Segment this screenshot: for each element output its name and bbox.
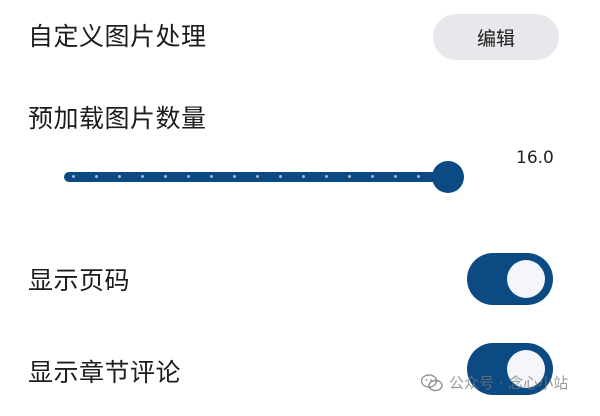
slider-tick (187, 175, 190, 178)
show-page-number-row: 显示页码 (0, 240, 600, 320)
custom-image-processing-row: 自定义图片处理 编辑 (0, 0, 600, 80)
watermark: 公众号 · 念心小站 (421, 372, 568, 393)
edit-button[interactable]: 编辑 (433, 14, 559, 60)
slider-tick (348, 175, 351, 178)
slider-tick (325, 175, 328, 178)
preload-count-slider[interactable] (64, 161, 464, 193)
slider-tick (417, 175, 420, 178)
slider-tick (118, 175, 121, 178)
slider-tick (72, 175, 75, 178)
show-page-number-label: 显示页码 (28, 266, 131, 295)
slider-ticks (72, 175, 443, 179)
slider-tick (302, 175, 305, 178)
slider-tick (233, 175, 236, 178)
slider-tick (95, 175, 98, 178)
toggle-knob (507, 260, 545, 298)
show-chapter-comments-row: 显示章节评论 (0, 330, 600, 416)
preload-images-row: 预加载图片数量 16.0 (0, 90, 600, 210)
slider-tick (141, 175, 144, 178)
wechat-icon (421, 373, 443, 391)
slider-value: 16.0 (516, 148, 554, 168)
watermark-text: 公众号 · 念心小站 (449, 374, 569, 392)
slider-tick (256, 175, 259, 178)
custom-image-processing-label: 自定义图片处理 (28, 22, 207, 51)
toggle-knob (507, 350, 545, 388)
slider-tick (394, 175, 397, 178)
show-chapter-comments-toggle[interactable] (467, 343, 553, 395)
show-page-number-toggle[interactable] (467, 253, 553, 305)
slider-tick (279, 175, 282, 178)
slider-tick (210, 175, 213, 178)
show-chapter-comments-label: 显示章节评论 (28, 358, 182, 387)
slider-tick (371, 175, 374, 178)
preload-images-label: 预加载图片数量 (28, 104, 207, 133)
slider-tick (164, 175, 167, 178)
slider-thumb[interactable] (432, 161, 464, 193)
